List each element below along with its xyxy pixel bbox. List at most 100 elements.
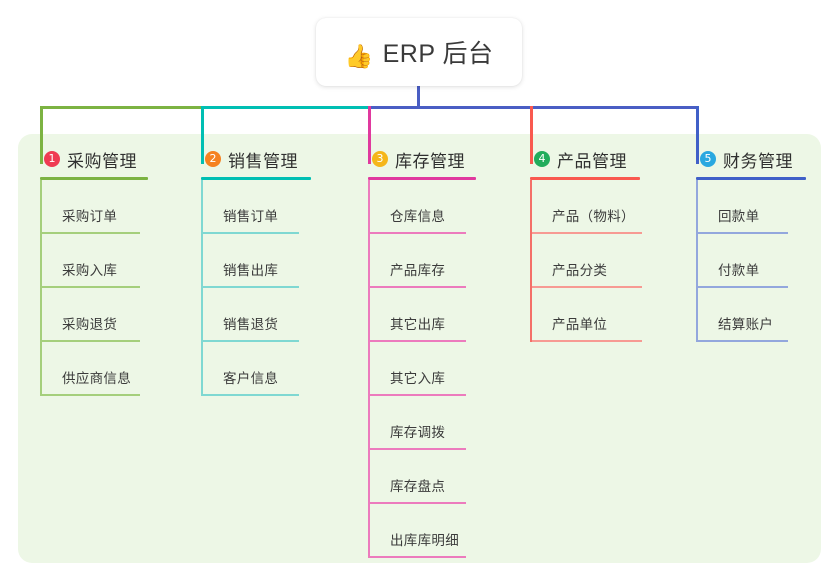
leaf-item[interactable]: 销售出库	[201, 234, 311, 288]
connector-bus-segment-1	[40, 106, 204, 109]
leaf-item-underline	[203, 340, 299, 342]
category-title-3: 库存管理	[395, 151, 465, 171]
leaf-item[interactable]: 付款单	[696, 234, 806, 288]
leaf-item-underline	[532, 232, 642, 234]
category-items-4: 产品（物料） 产品分类产品单位	[530, 180, 642, 342]
leaf-item-label: 产品（物料）	[552, 209, 635, 224]
leaf-item-underline	[370, 286, 466, 288]
leaf-item-label: 仓库信息	[390, 209, 446, 224]
leaf-item-underline	[42, 340, 140, 342]
leaf-item-underline	[532, 286, 642, 288]
leaf-item[interactable]: 采购退货	[40, 288, 148, 342]
leaf-item[interactable]: 产品（物料）	[530, 180, 642, 234]
category-items-5: 回款单付款单结算账户	[696, 180, 806, 342]
category-spine-4	[530, 180, 532, 342]
leaf-item-label: 其它出库	[390, 317, 446, 332]
category-badge-1: 1	[44, 151, 60, 167]
leaf-item-underline	[42, 232, 140, 234]
leaf-item-label: 回款单	[718, 209, 760, 224]
category-badge-3: 3	[372, 151, 388, 167]
category-column-4: 4 产品管理产品（物料） 产品分类产品单位	[530, 146, 642, 342]
leaf-item-underline	[370, 556, 466, 558]
category-items-1: 采购订单采购入库采购退货供应商信息	[40, 180, 148, 396]
leaf-item-underline	[698, 286, 788, 288]
leaf-item[interactable]: 其它入库	[368, 342, 476, 396]
category-header-4[interactable]: 4 产品管理	[530, 146, 640, 172]
leaf-item[interactable]: 采购订单	[40, 180, 148, 234]
leaf-item[interactable]: 销售退货	[201, 288, 311, 342]
category-spine-5	[696, 180, 698, 342]
leaf-item[interactable]: 其它出库	[368, 288, 476, 342]
leaf-item-label: 采购入库	[62, 263, 118, 278]
leaf-item-underline	[203, 286, 299, 288]
leaf-item[interactable]: 产品分类	[530, 234, 642, 288]
connector-bus-segment-3	[368, 106, 533, 109]
leaf-item-underline	[370, 340, 466, 342]
connector-drop-3	[368, 106, 371, 164]
leaf-item-underline	[42, 286, 140, 288]
leaf-item-underline	[698, 232, 788, 234]
leaf-item-label: 库存调拨	[390, 425, 446, 440]
leaf-item-label: 其它入库	[390, 371, 446, 386]
leaf-item-underline	[370, 448, 466, 450]
leaf-item-label: 结算账户	[718, 317, 774, 332]
leaf-item-underline	[42, 394, 140, 396]
thumbs-up-icon: 👍	[344, 43, 374, 69]
leaf-item[interactable]: 销售订单	[201, 180, 311, 234]
leaf-item-underline	[698, 340, 788, 342]
category-underline-1	[40, 177, 148, 180]
category-spine-1	[40, 180, 42, 396]
leaf-item[interactable]: 库存调拨	[368, 396, 476, 450]
root-node-card[interactable]: 👍 ERP 后台	[316, 18, 522, 86]
leaf-item-label: 出库库明细	[390, 533, 459, 548]
diagram-panel	[18, 134, 821, 563]
leaf-item-label: 产品单位	[552, 317, 608, 332]
category-items-2: 销售订单销售出库销售退货客户信息	[201, 180, 311, 396]
connector-drop-5	[696, 106, 699, 164]
leaf-item-label: 销售退货	[223, 317, 279, 332]
category-spine-2	[201, 180, 203, 396]
leaf-item-label: 采购订单	[62, 209, 118, 224]
category-header-3[interactable]: 3 库存管理	[368, 146, 476, 172]
root-node-label: ERP 后台	[382, 40, 494, 68]
category-underline-5	[696, 177, 806, 180]
connector-bus-segment-4	[530, 106, 699, 109]
category-title-5: 财务管理	[723, 151, 793, 171]
category-underline-4	[530, 177, 640, 180]
leaf-item[interactable]: 采购入库	[40, 234, 148, 288]
connector-drop-4	[530, 106, 533, 164]
leaf-item[interactable]: 产品单位	[530, 288, 642, 342]
leaf-item-underline	[532, 340, 642, 342]
leaf-item-underline	[370, 502, 466, 504]
leaf-item[interactable]: 出库库明细	[368, 504, 476, 558]
leaf-item[interactable]: 结算账户	[696, 288, 806, 342]
leaf-item-label: 采购退货	[62, 317, 118, 332]
leaf-item[interactable]: 客户信息	[201, 342, 311, 396]
leaf-item-label: 销售订单	[223, 209, 279, 224]
category-badge-4: 4	[534, 151, 550, 167]
leaf-item-underline	[203, 232, 299, 234]
connector-root-stem	[417, 86, 420, 108]
root-node-title: 👍 ERP 后台	[344, 34, 493, 70]
leaf-item[interactable]: 供应商信息	[40, 342, 148, 396]
leaf-item[interactable]: 回款单	[696, 180, 806, 234]
leaf-item-underline	[370, 232, 466, 234]
leaf-item[interactable]: 产品库存	[368, 234, 476, 288]
leaf-item[interactable]: 仓库信息	[368, 180, 476, 234]
category-title-2: 销售管理	[228, 151, 298, 171]
leaf-item-label: 客户信息	[223, 371, 279, 386]
category-spine-3	[368, 180, 370, 558]
category-column-3: 3 库存管理仓库信息产品库存其它出库其它入库库存调拨库存盘点出库库明细	[368, 146, 476, 558]
leaf-item-underline	[203, 394, 299, 396]
category-title-4: 产品管理	[557, 151, 627, 171]
connector-drop-1	[40, 106, 43, 164]
leaf-item-label: 库存盘点	[390, 479, 446, 494]
leaf-item[interactable]: 库存盘点	[368, 450, 476, 504]
category-underline-2	[201, 177, 311, 180]
